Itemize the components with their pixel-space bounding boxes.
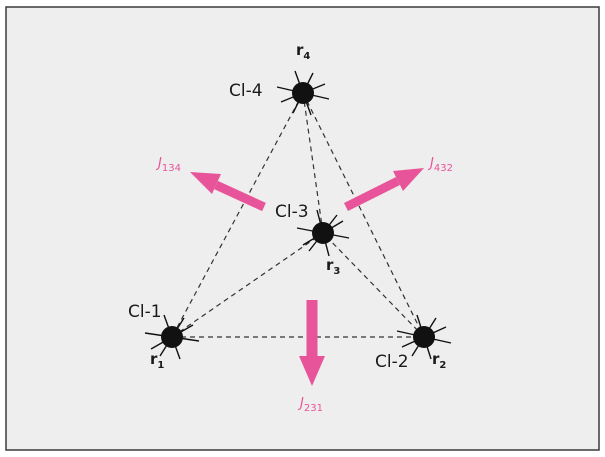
atom-cl1	[144, 314, 200, 360]
edge-cl4-cl3	[302, 92, 324, 234]
edge-cl1-cl3	[171, 232, 324, 338]
flux-arrows	[190, 168, 424, 386]
flux-arrow-j231	[299, 300, 325, 386]
atom-cl3	[296, 209, 350, 257]
flux-arrow-j432	[343, 168, 424, 212]
label-r1: r1	[150, 350, 164, 371]
label-j231: J231	[297, 396, 323, 414]
label-cl4: Cl-4	[229, 81, 263, 101]
position-labels: r4 r3 r1 r2	[150, 41, 446, 371]
edge-cl4-cl1	[171, 92, 304, 338]
tetrahedron-edges	[171, 92, 425, 338]
label-j134: J134	[155, 156, 181, 174]
label-j432: J432	[427, 156, 453, 174]
label-cl2: Cl-2	[375, 352, 409, 372]
flux-arrow-j134	[190, 172, 266, 212]
flux-labels: J134 J432 J231	[155, 156, 453, 414]
edge-cl2-cl3	[322, 232, 425, 338]
label-cl1: Cl-1	[128, 302, 162, 322]
label-r4: r4	[296, 41, 310, 62]
label-r2: r2	[432, 350, 446, 371]
atoms	[144, 70, 452, 360]
atom-cl4	[276, 70, 330, 116]
atom-cl2	[396, 314, 452, 360]
edge-cl4-cl2	[302, 92, 425, 338]
label-cl3: Cl-3	[275, 202, 309, 222]
atom-labels: Cl-4 Cl-3 Cl-1 Cl-2	[128, 81, 409, 372]
label-r3: r3	[326, 256, 340, 277]
